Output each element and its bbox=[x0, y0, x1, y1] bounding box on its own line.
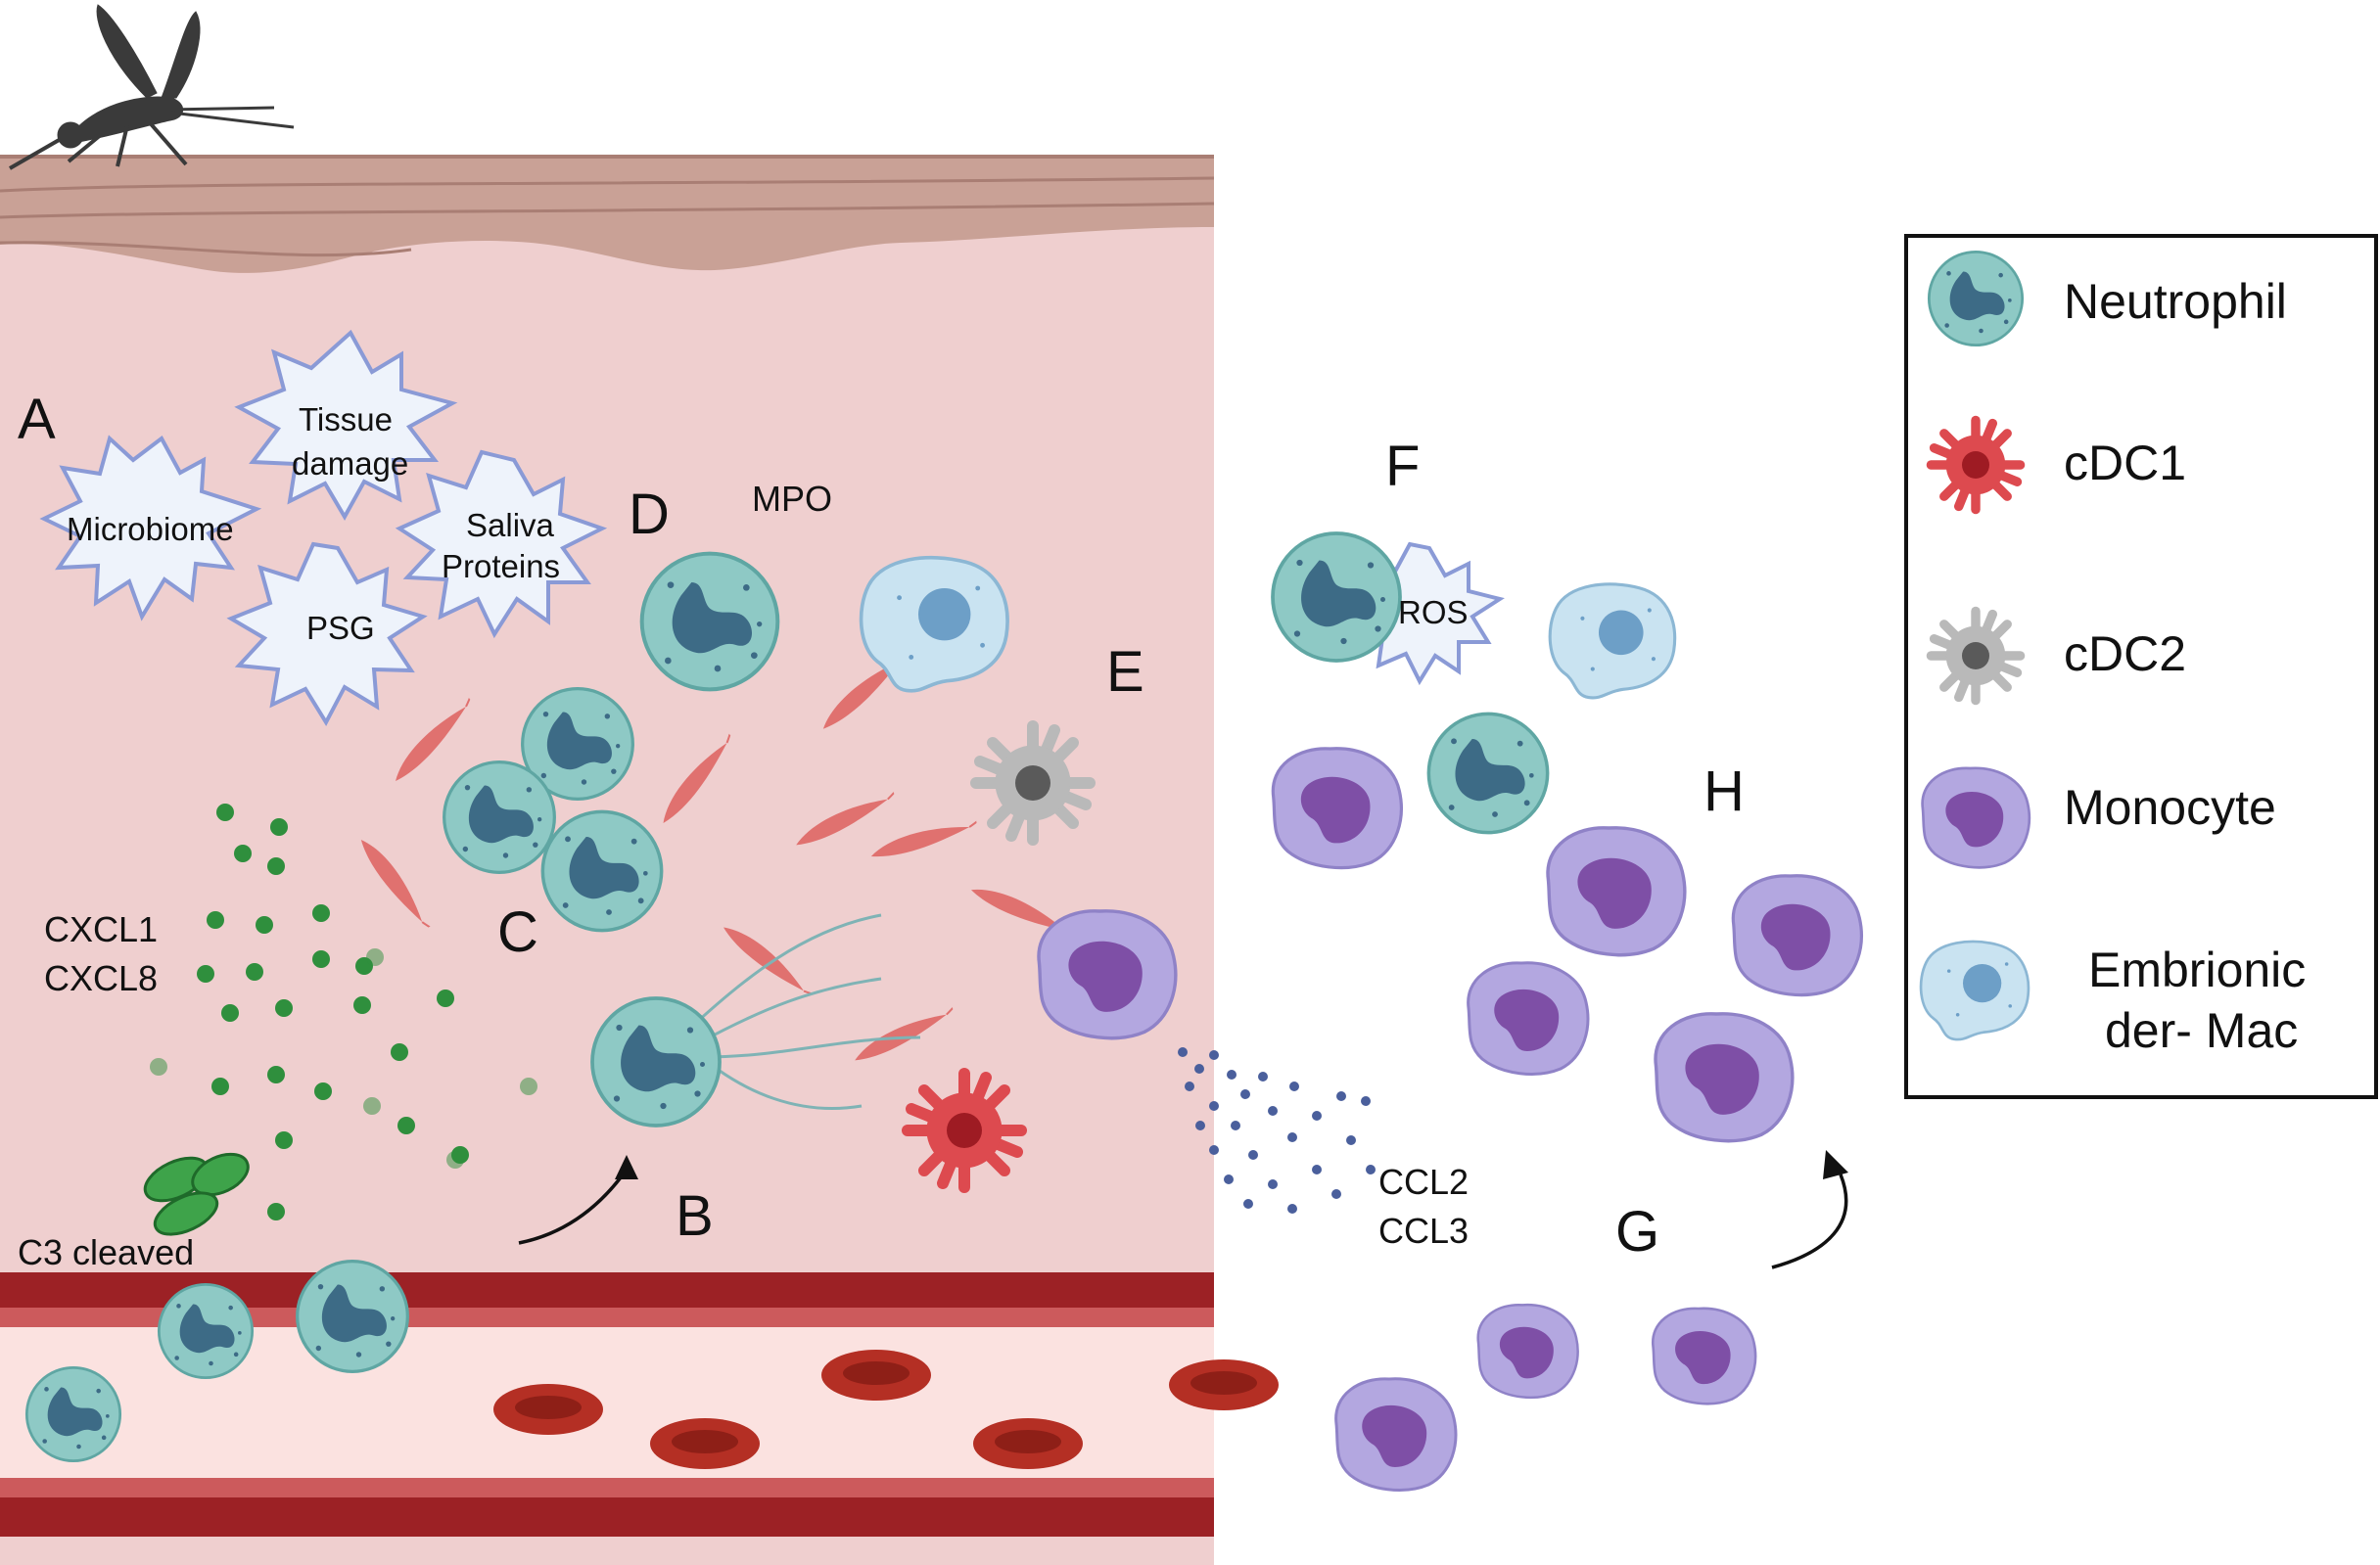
psg-label: PSG bbox=[306, 610, 375, 646]
ccl-chemokines bbox=[1178, 1047, 1376, 1214]
legend-label-cdc1: cDC1 bbox=[2064, 436, 2186, 490]
panel-label-b: B bbox=[676, 1184, 714, 1248]
legend-label-monocyte: Monocyte bbox=[2064, 780, 2276, 835]
monocyte-icon bbox=[1921, 766, 2031, 869]
vessel-neutrophil bbox=[24, 1365, 122, 1463]
cdc1-nucleus bbox=[947, 1113, 982, 1148]
monocyte-h bbox=[1654, 1012, 1795, 1143]
monocyte-f bbox=[1271, 747, 1403, 870]
legend-label-cdc2: cDC2 bbox=[2064, 626, 2186, 681]
cdc2-icon-nucleus bbox=[1962, 642, 1989, 669]
microbiome-burst bbox=[39, 435, 262, 621]
panel-label-a: A bbox=[18, 388, 56, 451]
neutrophil-f bbox=[1271, 531, 1402, 663]
panel-label-f: F bbox=[1385, 435, 1420, 498]
monocyte-e bbox=[1037, 909, 1178, 1040]
legend: Neutrophil cDC1 cDC2 Monocyte Embrionic … bbox=[1904, 234, 2378, 1099]
saliva-label-2: Proteins bbox=[442, 548, 560, 584]
saliva-proteins-burst bbox=[395, 449, 608, 639]
legend-label-neutrophil: Neutrophil bbox=[2064, 274, 2287, 329]
ccl2-label: CCL2 bbox=[1378, 1162, 1469, 1202]
panel-label-d: D bbox=[629, 483, 670, 546]
panel-label-e: E bbox=[1106, 640, 1144, 704]
mpo-label: MPO bbox=[752, 479, 832, 519]
neutrophil-c bbox=[443, 760, 556, 874]
legend-label-macrophage-2: der- Mac bbox=[2105, 1003, 2298, 1058]
vessel-monocyte bbox=[1476, 1303, 1579, 1400]
c3-cleaved-label: C3 cleaved bbox=[18, 1232, 194, 1272]
tissue-damage-label-2: damage bbox=[292, 445, 408, 482]
ros-label: ROS bbox=[1398, 594, 1469, 630]
monocyte-h bbox=[1467, 961, 1590, 1076]
c3-fragments bbox=[143, 1152, 250, 1236]
monocyte-h bbox=[1731, 874, 1863, 997]
cdc1-icon-nucleus bbox=[1962, 451, 1989, 479]
panel-label-c: C bbox=[497, 900, 538, 964]
microbiome-label: Microbiome bbox=[67, 511, 234, 547]
macrophage-f bbox=[1548, 582, 1677, 700]
apoptotic-neutrophil bbox=[1426, 712, 1550, 835]
extravasation-arrow-b bbox=[518, 1155, 638, 1245]
vessel-neutrophil bbox=[157, 1282, 255, 1380]
cxcl1-label: CXCL1 bbox=[44, 909, 158, 949]
tissue-damage-label-1: Tissue bbox=[299, 401, 393, 437]
ccl3-label: CCL3 bbox=[1378, 1211, 1469, 1251]
vessel-monocyte bbox=[1651, 1307, 1757, 1405]
cdc2-nucleus bbox=[1015, 765, 1050, 801]
neutrophil-b bbox=[590, 996, 722, 1128]
neutrophil-d bbox=[639, 551, 780, 692]
cxcl8-label: CXCL8 bbox=[44, 958, 158, 998]
monocyte-f bbox=[1546, 826, 1687, 957]
mosquito-icon bbox=[9, 4, 295, 170]
neutrophil-c bbox=[540, 809, 664, 933]
neutrophil-icon bbox=[1927, 250, 2025, 347]
vessel-neutrophil bbox=[296, 1260, 409, 1373]
psg-burst bbox=[226, 541, 428, 727]
vessel-monocyte bbox=[1334, 1377, 1458, 1492]
epidermis-layer bbox=[0, 155, 1215, 273]
tissue-damage-burst bbox=[234, 329, 458, 522]
legend-label-macrophage-1: Embrionic bbox=[2088, 943, 2306, 997]
panel-label-g: G bbox=[1615, 1200, 1659, 1264]
extravasation-arrow-g bbox=[1771, 1150, 1848, 1269]
saliva-label-1: Saliva bbox=[466, 507, 555, 543]
cxcl-chemokines bbox=[150, 804, 537, 1220]
panel-label-h: H bbox=[1703, 759, 1745, 823]
